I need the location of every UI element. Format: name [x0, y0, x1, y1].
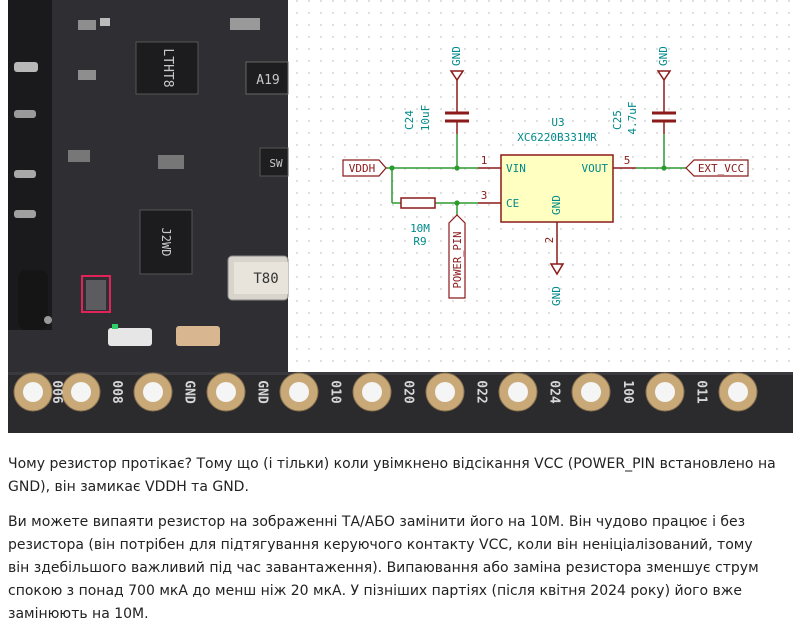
- pin-holes: 006 008 GND GND 010 020 022 024 100 011: [13, 372, 758, 412]
- pin-label: 024: [547, 380, 562, 404]
- u3-part: XC6220B331MR: [517, 131, 597, 144]
- pin-label: GND: [182, 380, 197, 404]
- c24-ref: C24: [403, 110, 416, 130]
- vddh-net-label: [342, 159, 387, 177]
- gnd-label-c24: GND: [450, 46, 463, 66]
- chip-a19: [245, 61, 289, 95]
- resistor-highlight-box: [81, 275, 111, 313]
- pin5-number: 5: [624, 154, 631, 167]
- ic-gnd-label: GND: [550, 195, 563, 215]
- pin-label: 011: [694, 380, 709, 404]
- c25-value: 4.7uF: [626, 101, 639, 134]
- pin-hole: [362, 382, 382, 402]
- junction-ce: [454, 200, 460, 206]
- r9-ref: R9: [413, 235, 426, 248]
- schematic: GND GND C24 10uF C25 4.7uF U3 XC6220B331…: [342, 46, 749, 306]
- paragraph-instructions: Ви можете випаяти резистор на зображенні…: [8, 514, 759, 622]
- pin1-number: 1: [481, 154, 488, 167]
- pin-label: 022: [474, 380, 489, 403]
- power-pin-text: POWER_PIN: [452, 232, 464, 289]
- pin3-number: 3: [481, 189, 488, 202]
- chip-j2wd-marking: J2WD: [159, 228, 173, 257]
- capacitor-c25: [652, 100, 676, 134]
- chip-sw: [259, 147, 289, 177]
- vddh-text: VDDH: [349, 162, 376, 175]
- pin-label: 006: [49, 380, 64, 404]
- pin-hole: [216, 382, 236, 402]
- ic-u3: [500, 154, 614, 223]
- r9-value: 10M: [410, 222, 430, 235]
- gnd-symbol-c24: [449, 70, 465, 100]
- chip-j2wd: [139, 209, 193, 275]
- ext-vcc-text: EXT_VCC: [698, 162, 744, 175]
- junction-c24: [454, 165, 460, 171]
- pin-label: 020: [401, 380, 416, 404]
- capacitor-c24: [445, 100, 469, 134]
- pin-hole: [728, 382, 748, 402]
- c24-value: 10uF: [419, 105, 432, 132]
- pin-label: 100: [620, 380, 635, 404]
- resistor-r9: [400, 197, 436, 209]
- chip-lth-marking: LTHT8: [160, 48, 175, 87]
- ic-vout-label: VOUT: [582, 162, 609, 175]
- pin-hole: [655, 382, 675, 402]
- pin-label: 010: [328, 380, 343, 404]
- pcb-photo: LTHT8 A19 SW J2WD T80: [8, 0, 289, 372]
- junction-vddh: [389, 165, 395, 171]
- pin-hole: [71, 382, 91, 402]
- power-pin-net-label: [448, 214, 466, 299]
- ic-ce-label: CE: [506, 197, 519, 210]
- pin-hole: [143, 382, 163, 402]
- junction-c25: [661, 165, 667, 171]
- schematic-and-photo-figure: LTHT8 A19 SW J2WD T80 006 008 GND GND 010 020…: [8, 0, 793, 433]
- u3-ref: U3: [551, 116, 564, 129]
- chip-a19-marking: A19: [256, 73, 279, 88]
- pin-hole: [23, 382, 43, 402]
- ic-vin-label: VIN: [506, 162, 526, 175]
- gnd-symbol-c25: [656, 70, 672, 100]
- c25-ref: C25: [611, 110, 624, 130]
- paragraph-explanation: Чому резистор протікає? Тому що (і тільк…: [8, 456, 776, 495]
- chip-sw-marking: SW: [269, 157, 283, 170]
- pin-hole: [581, 382, 601, 402]
- highlighted-resistor: [86, 280, 106, 310]
- gnd-symbol-ic: [549, 245, 565, 276]
- pin-hole: [289, 382, 309, 402]
- chip-t80-marking: T80: [253, 271, 278, 287]
- gnd-label-c25: GND: [657, 46, 670, 66]
- led: [108, 328, 152, 346]
- ext-vcc-net-label: [685, 159, 749, 177]
- pin-hole: [508, 382, 528, 402]
- chip-lth: [135, 41, 199, 95]
- pin-label: GND: [255, 380, 270, 404]
- pin-label: 008: [109, 380, 124, 404]
- pin-hole: [435, 382, 455, 402]
- pin2-number: 2: [543, 237, 556, 244]
- gnd-label-ic: GND: [550, 286, 563, 306]
